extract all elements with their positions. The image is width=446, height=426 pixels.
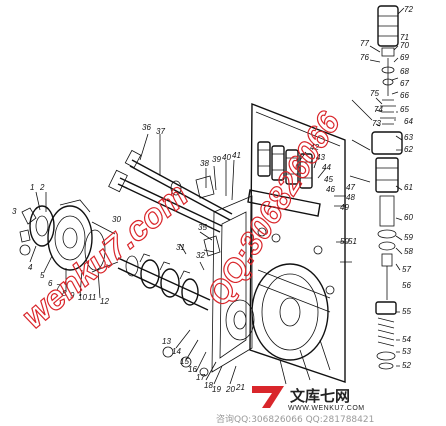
part-label: 68 [400, 67, 409, 76]
part-label: 12 [100, 297, 109, 306]
part-label: 69 [400, 53, 409, 62]
part-label: 30 [112, 215, 121, 224]
part-label: 7 [56, 283, 61, 292]
brand-name: 文库七网 [290, 387, 350, 405]
part-label: 45 [324, 175, 333, 184]
part-label: 58 [404, 247, 413, 256]
part-label: 51 [348, 237, 357, 246]
part-label: 73 [372, 119, 381, 128]
part-label: 13 [162, 337, 171, 346]
part-label: 67 [400, 79, 409, 88]
part-label: 61 [404, 183, 413, 192]
part-label: 8 [62, 289, 67, 298]
part-label: 31 [176, 243, 185, 252]
part-label: 56 [402, 281, 411, 290]
camshaft [117, 253, 211, 311]
part-label: 52 [402, 361, 411, 370]
part-label: 70 [400, 41, 409, 50]
part-label: 39 [212, 155, 221, 164]
part-label: 35 [198, 223, 207, 232]
part-label: 9 [70, 291, 75, 300]
part-label: 11 [88, 293, 96, 302]
part-number-labels: 1 2 3 4 5 6 7 8 9 10 11 12 13 14 15 16 1… [12, 5, 413, 394]
part-label: 5 [40, 271, 45, 280]
part-label: 55 [402, 307, 411, 316]
part-label: 63 [404, 133, 413, 142]
part-label: 17 [196, 373, 205, 382]
part-label: 75 [370, 89, 379, 98]
brand-url: WWW.WENKU7.COM [288, 405, 365, 412]
part-label: 47 [346, 183, 355, 192]
part-label: 48 [346, 193, 355, 202]
part-label: 6 [48, 279, 53, 288]
part-label: 2 [39, 183, 45, 192]
part-label: 43 [316, 153, 325, 162]
part-label: 44 [322, 163, 331, 172]
part-label: 41 [232, 151, 241, 160]
part-label: 21 [235, 383, 245, 392]
part-label: 76 [360, 53, 369, 62]
part-label: 40 [222, 153, 231, 162]
watermark-left-text: wenku7.com [15, 176, 196, 336]
part-label: 46 [326, 185, 335, 194]
part-label: 37 [156, 127, 165, 136]
part-label: 38 [200, 159, 209, 168]
part-label: 15 [180, 357, 189, 366]
part-label: 20 [225, 385, 235, 394]
part-label: 4 [28, 263, 33, 272]
part-label: 10 [78, 293, 87, 302]
watermark-wenku7: wenku7.com [14, 175, 196, 336]
part-label: 32 [196, 251, 205, 260]
part-label: 36 [142, 123, 151, 132]
part-label: 53 [402, 347, 411, 356]
leader-lines [29, 7, 405, 385]
part-label: 57 [402, 265, 411, 274]
part-label: 74 [374, 105, 383, 114]
part-label: 60 [404, 213, 413, 222]
delivery-valve-holders [247, 141, 321, 217]
part-label: 65 [400, 105, 409, 114]
drive-coupling-assembly [19, 199, 119, 273]
part-label: 1 [30, 183, 34, 192]
part-label: 77 [360, 39, 369, 48]
brand-logo [252, 386, 284, 408]
brand-block: 文库七网 WWW.WENKU7.COM 咨询QQ:306826066 QQ:28… [216, 386, 374, 425]
part-label: 54 [402, 335, 411, 344]
plunger-valve-stack [349, 5, 403, 370]
part-label: 62 [404, 145, 413, 154]
part-label: 66 [400, 91, 409, 100]
part-label: 42 [310, 143, 319, 152]
part-label: 49 [340, 203, 349, 212]
part-label: 14 [172, 347, 181, 356]
part-label: 71 [400, 33, 409, 42]
part-label: 18 [204, 381, 213, 390]
part-label: 3 [12, 207, 17, 216]
contact-qq: 咨询QQ:306826066 QQ:281788421 [216, 413, 374, 425]
part-label: 16 [188, 365, 197, 374]
part-label: 19 [212, 385, 221, 394]
part-label: 64 [404, 117, 413, 126]
part-label: 50 [340, 237, 349, 246]
control-rack-rod [108, 149, 233, 233]
part-label: 59 [404, 233, 413, 242]
pump-housing [211, 102, 346, 385]
part-label: 72 [404, 5, 413, 14]
